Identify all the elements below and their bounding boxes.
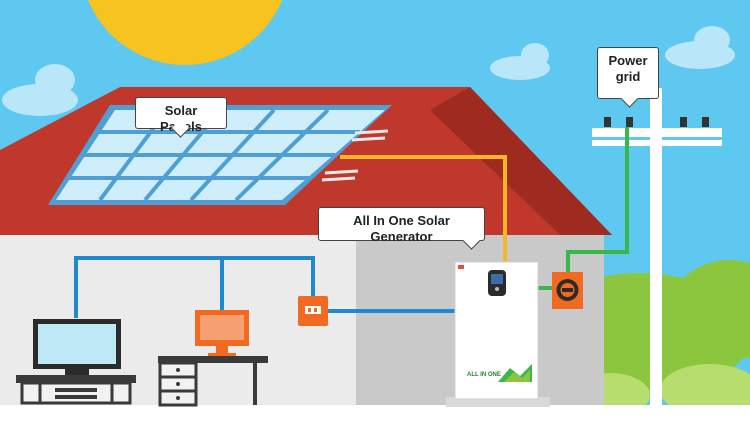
pole-insulators bbox=[604, 117, 709, 127]
electric-meter bbox=[552, 272, 583, 309]
solar-panels-callout: Solar Panels bbox=[135, 97, 227, 134]
power-grid-callout: Power grid bbox=[597, 47, 659, 99]
generator-brand-text: ALL IN ONE bbox=[467, 372, 501, 378]
grid-wire bbox=[566, 127, 629, 272]
clouds bbox=[2, 26, 735, 116]
computer-monitor bbox=[195, 310, 249, 356]
pole-crossarm-lower bbox=[592, 140, 722, 146]
roof-shadow bbox=[430, 87, 612, 235]
outlet-box bbox=[298, 296, 328, 326]
tv-stand bbox=[16, 375, 136, 405]
solar-panels-label: Solar Panels bbox=[160, 103, 202, 134]
television bbox=[33, 319, 121, 375]
solar-generator bbox=[446, 261, 550, 407]
ground bbox=[0, 405, 750, 437]
power-grid-label-line2: grid bbox=[615, 69, 641, 84]
generator-callout: All In One Solar Generator bbox=[318, 207, 485, 244]
pole-crossarm bbox=[592, 128, 722, 137]
solar-wire bbox=[340, 155, 507, 262]
desk bbox=[158, 356, 268, 407]
power-grid-label-line1: Power bbox=[608, 53, 648, 68]
solar-panels bbox=[48, 105, 392, 205]
generator-label: All In One Solar Generator bbox=[353, 213, 450, 244]
sun bbox=[87, 0, 283, 65]
power-pole bbox=[650, 88, 662, 408]
ac-wiring bbox=[74, 256, 455, 318]
